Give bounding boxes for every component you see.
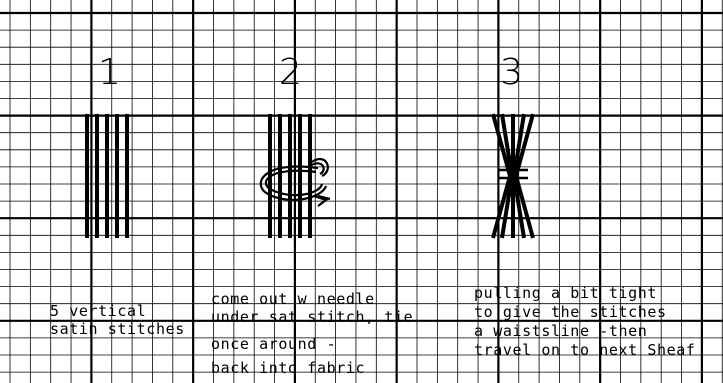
satin-stitch-3	[105, 114, 109, 238]
satin-stitch-4	[115, 114, 119, 238]
caption-line: back into fabric	[211, 359, 365, 377]
satin-stitch-5	[308, 114, 312, 238]
caption-line: under sat stitch, tie	[211, 308, 413, 326]
caption-line: 5 vertical	[50, 302, 146, 320]
caption-line: to give the stitches	[474, 303, 667, 321]
satin-stitch-3	[288, 114, 292, 238]
caption-line: a waistsline -then	[474, 322, 647, 340]
caption-line: travel on to next Sheaf	[474, 341, 696, 359]
step-1-number: 1	[98, 52, 121, 93]
step-3-number: 3	[500, 52, 523, 93]
caption-line: satin stitches	[50, 320, 185, 338]
satin-stitch-2	[95, 114, 99, 238]
satin-stitch-2	[278, 114, 282, 238]
caption-line: once around -	[211, 335, 336, 353]
caption-line: come out w needle	[211, 290, 375, 308]
satin-stitch-4	[298, 114, 302, 238]
satin-stitch-5	[125, 114, 129, 238]
satin-stitch-1	[85, 114, 89, 238]
caption-line: pulling a bit tight	[474, 284, 657, 302]
step-2-number: 2	[279, 52, 302, 93]
